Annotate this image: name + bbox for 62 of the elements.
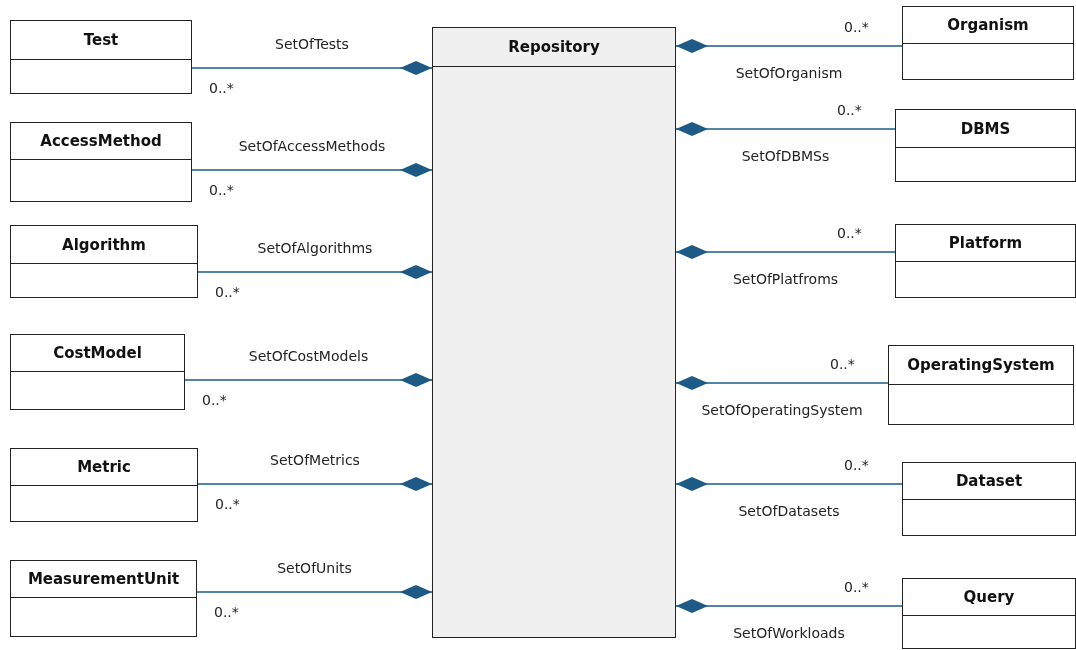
edge-label: SetOfOrganism xyxy=(734,65,844,81)
class-name: Platform xyxy=(948,234,1023,252)
edge-label: SetOfPlatfroms xyxy=(731,271,840,287)
class-name: Query xyxy=(963,588,1015,606)
multiplicity-label: 0..* xyxy=(844,579,869,595)
class-box xyxy=(10,448,198,522)
multiplicity-label: 0..* xyxy=(844,19,869,35)
class-name: Repository xyxy=(508,38,600,56)
edge-label: SetOfWorkloads xyxy=(732,625,846,641)
class-box xyxy=(432,27,676,638)
multiplicity-label: 0..* xyxy=(837,102,862,118)
class-name: CostModel xyxy=(53,344,142,362)
class-name: Test xyxy=(83,31,119,49)
class-box xyxy=(902,462,1076,536)
composition-connector xyxy=(191,163,433,177)
composition-connector xyxy=(197,477,433,491)
class-box xyxy=(895,224,1076,298)
multiplicity-label: 0..* xyxy=(215,284,240,300)
class-box xyxy=(888,345,1074,425)
multiplicity-label: 0..* xyxy=(214,604,239,620)
class-name: MeasurementUnit xyxy=(27,570,180,588)
composition-connector xyxy=(197,265,433,279)
edge-label: SetOfDBMSs xyxy=(740,148,831,164)
class-name: Organism xyxy=(947,16,1029,34)
composition-connector xyxy=(675,122,896,136)
multiplicity-label: 0..* xyxy=(215,496,240,512)
edge-label: SetOfUnits xyxy=(276,560,353,576)
class-box xyxy=(10,225,198,298)
class-box xyxy=(10,122,192,202)
class-box xyxy=(895,109,1076,182)
edge-label: SetOfMetrics xyxy=(269,452,361,468)
class-box xyxy=(10,560,197,637)
edge-label: SetOfOperatingSystem xyxy=(700,402,864,418)
multiplicity-label: 0..* xyxy=(209,80,234,96)
composition-connector xyxy=(675,599,903,613)
edge-label: SetOfAlgorithms xyxy=(256,240,374,256)
edge-label: SetOfAccessMethods xyxy=(237,138,387,154)
class-box xyxy=(902,578,1076,649)
multiplicity-label: 0..* xyxy=(844,457,869,473)
composition-connector xyxy=(196,585,433,599)
multiplicity-label: 0..* xyxy=(209,182,234,198)
edge-label: SetOfTests xyxy=(274,36,350,52)
edge-label: SetOfDatasets xyxy=(737,503,841,519)
class-name: DBMS xyxy=(960,119,1011,138)
edge-label: SetOfCostModels xyxy=(247,348,370,364)
composition-connector xyxy=(675,376,889,390)
composition-connector xyxy=(675,39,903,53)
class-name: Dataset xyxy=(955,472,1023,490)
multiplicity-label: 0..* xyxy=(202,392,227,408)
composition-connector xyxy=(675,245,896,259)
class-box xyxy=(10,334,185,410)
class-box xyxy=(902,6,1074,80)
composition-connector xyxy=(184,373,433,387)
multiplicity-label: 0..* xyxy=(830,356,855,372)
multiplicity-label: 0..* xyxy=(837,225,862,241)
composition-connector xyxy=(675,477,903,491)
class-box xyxy=(10,20,192,94)
class-name: Algorithm xyxy=(62,235,146,254)
composition-connector xyxy=(191,61,433,75)
class-name: OperatingSystem xyxy=(907,356,1055,374)
class-name: Metric xyxy=(77,458,131,476)
class-name: AccessMethod xyxy=(40,132,162,150)
